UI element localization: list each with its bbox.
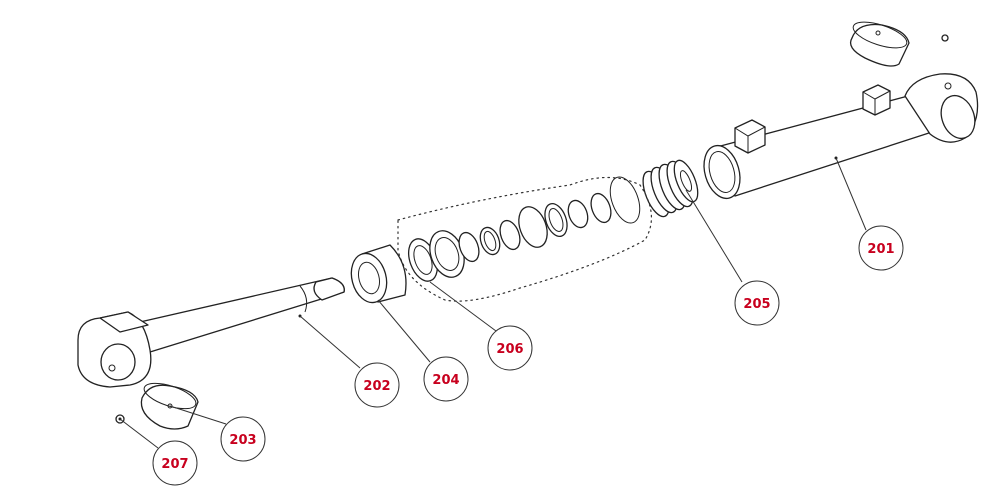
- leader-lines: [119, 157, 867, 449]
- callout-label: 206: [496, 342, 523, 357]
- callout-label: 205: [743, 297, 770, 312]
- cylinder-head-part: [350, 244, 407, 304]
- callout-label: 204: [432, 373, 459, 388]
- callout-206: 206: [487, 325, 533, 371]
- callout-204: 204: [423, 356, 469, 402]
- callout-202: 202: [354, 362, 400, 408]
- callout-201: 201: [858, 225, 904, 271]
- rod-bushing-part: [140, 382, 199, 430]
- piston-rod-part: [77, 277, 345, 388]
- callout-label: 202: [363, 379, 390, 394]
- callout-207: 207: [152, 440, 198, 486]
- piston-part: [642, 159, 699, 218]
- cylinder-barrel-part: [703, 21, 979, 200]
- callout-205: 205: [734, 280, 780, 326]
- callout-203: 203: [220, 416, 266, 462]
- callout-label: 203: [229, 433, 256, 448]
- callout-label: 201: [867, 242, 894, 257]
- callout-label: 207: [161, 457, 188, 472]
- seal-kit-part: [397, 176, 652, 302]
